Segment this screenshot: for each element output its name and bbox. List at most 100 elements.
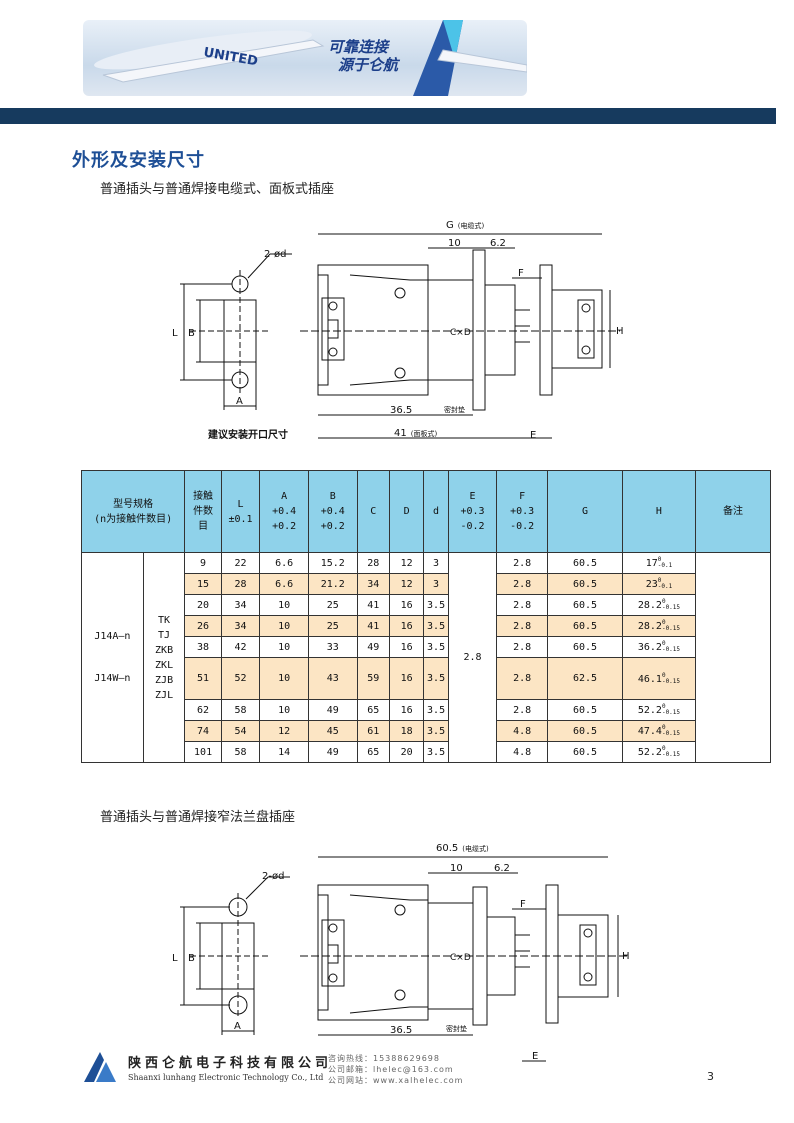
cell-G: 62.5 — [547, 657, 623, 700]
cell-B: 21.2 — [307, 573, 358, 595]
cell-A: 14 — [259, 741, 309, 763]
h-tolerance: 0-0.15 — [661, 724, 681, 737]
cell-G: 60.5 — [547, 552, 623, 574]
cell-contacts: 74 — [184, 720, 222, 742]
h-tolerance: 0-0.1 — [657, 577, 673, 590]
h-value: 28.2 — [637, 621, 662, 632]
cell-L: 54 — [220, 720, 261, 742]
cell-G: 60.5 — [547, 594, 623, 616]
seal-label-2: 密封垫 — [446, 1024, 467, 1033]
cell-d: 3.5 — [423, 636, 449, 658]
cell-G: 60.5 — [547, 573, 623, 595]
h-value: 46.1 — [637, 673, 662, 685]
header-banner: UNITED 可靠连接 源于仑航 — [83, 20, 527, 96]
cell-d: 3 — [423, 552, 449, 574]
cell-G: 60.5 — [547, 636, 623, 658]
cell-contacts: 9 — [184, 552, 222, 574]
dim-H-label-2: H — [622, 951, 630, 962]
cell-D: 16 — [388, 657, 425, 700]
cell-F: 2.8 — [496, 615, 548, 637]
cell-A: 10 — [259, 594, 309, 616]
dim-H-label: H — [616, 326, 624, 337]
cell-L: 34 — [220, 615, 261, 637]
dim-F-label-2: F — [520, 899, 526, 910]
figure1-subtitle: 普通插头与普通焊接电缆式、面板式插座 — [100, 182, 335, 197]
cell-D: 12 — [388, 573, 425, 595]
header-E: E +0.3 -0.2 — [447, 470, 498, 553]
cell-d: 3.5 — [423, 699, 449, 721]
cell-L: 58 — [220, 741, 261, 763]
cell-B: 25 — [307, 594, 358, 616]
cell-C: 49 — [356, 636, 390, 658]
header-F: F +0.3 -0.2 — [496, 470, 548, 553]
h-value: 36.2 — [637, 642, 662, 653]
hole-label-2: 2-ød — [262, 871, 284, 882]
cell-C: 34 — [356, 573, 390, 595]
contact-info: 咨询热线：15388629698 公司邮箱：lhelec@163.com 公司网… — [328, 1053, 463, 1086]
dim-10-label: 10 — [448, 238, 461, 249]
cell-d: 3.5 — [423, 657, 449, 700]
dim-41-label: 41(面板式) — [394, 428, 437, 439]
cell-B: 15.2 — [307, 552, 358, 574]
cell-D: 20 — [388, 741, 425, 763]
cell-B: 43 — [307, 657, 358, 700]
figure2-subtitle: 普通插头与普通焊接窄法兰盘插座 — [100, 810, 296, 825]
cell-D: 16 — [388, 615, 425, 637]
dim-6.2-label-2: 6.2 — [494, 863, 510, 874]
cell-contacts: 62 — [184, 699, 222, 721]
dim-B-label: B — [188, 328, 195, 339]
cell-F: 2.8 — [496, 636, 548, 658]
cell-F: 2.8 — [496, 594, 548, 616]
cell-L: 58 — [220, 699, 261, 721]
cell-remarks — [694, 552, 772, 763]
header-C: C — [356, 470, 390, 553]
connector-assembly — [300, 249, 620, 411]
h-value: 23 — [645, 579, 658, 590]
cell-L: 28 — [220, 573, 261, 595]
cell-d: 3.5 — [423, 720, 449, 742]
dimension-lines — [318, 233, 611, 439]
cell-D: 18 — [388, 720, 425, 742]
cell-d: 3.5 — [423, 741, 449, 763]
spec-table: 型号规格 (n为接触件数目) 接触 件数 目 L ±0.1 A +0.4 +0.… — [80, 470, 772, 763]
cell-contacts: 101 — [184, 741, 222, 763]
cutout-caption: 建议安装开口尺寸 — [207, 428, 288, 441]
dim-L-label: L — [172, 328, 178, 339]
cell-C: 41 — [356, 615, 390, 637]
dim-36.5-label-2: 36.5 — [390, 1025, 412, 1036]
dim-A-label-2: A — [234, 1021, 241, 1032]
header-D: D — [388, 470, 425, 553]
cell-G: 60.5 — [547, 720, 623, 742]
cell-A: 10 — [259, 699, 309, 721]
cell-C: 41 — [356, 594, 390, 616]
cell-F: 4.8 — [496, 741, 548, 763]
table-header-row: 型号规格 (n为接触件数目) 接触 件数 目 L ±0.1 A +0.4 +0.… — [80, 470, 772, 553]
website-link[interactable]: 公司网站：www.xalhelec.com — [328, 1076, 464, 1085]
seal-label: 密封垫 — [444, 405, 465, 414]
header-remarks: 备注 — [694, 470, 772, 553]
cell-B: 49 — [307, 741, 358, 763]
email-link[interactable]: 公司邮箱：lhelec@163.com — [328, 1065, 454, 1074]
mounting-cutout — [180, 253, 292, 410]
h-tolerance: 0-0.15 — [661, 745, 681, 758]
dim-A-label: A — [236, 396, 243, 407]
h-value: 17 — [645, 558, 658, 569]
cell-F: 4.8 — [496, 720, 548, 742]
series-cell: TK TJ ZKB ZKL ZJB ZJL — [142, 552, 186, 763]
section-title: 外形及安装尺寸 — [72, 150, 205, 171]
cell-L: 42 — [220, 636, 261, 658]
dim-36.5-label: 36.5 — [390, 405, 412, 416]
cell-B: 33 — [307, 636, 358, 658]
header-d: d — [423, 470, 449, 553]
cell-G: 60.5 — [547, 741, 623, 763]
cell-d: 3.5 — [423, 615, 449, 637]
